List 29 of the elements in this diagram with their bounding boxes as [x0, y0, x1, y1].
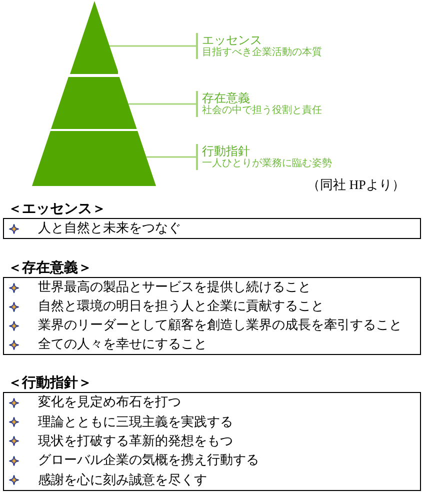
tier-description: 一人ひとりが業務に臨む姿勢 [202, 158, 332, 170]
tier-title: エッセンス [202, 33, 262, 47]
tier-title: 行動指針 [202, 144, 251, 158]
bracket-callout [196, 33, 322, 59]
tier-title: 存在意義 [202, 91, 251, 105]
list-item: 感謝を心に刻み誠意を尽くす [38, 472, 207, 488]
list-item: 現状を打破する革新的発想をもつ [38, 434, 233, 449]
bracket-callout [196, 144, 332, 170]
list-item: 全ての人々を幸せにすること [38, 337, 207, 352]
bracket-callout [196, 91, 322, 117]
section-heading: ＜行動指針＞ [7, 375, 92, 391]
list-item: 人と自然と未来をつなぐ [38, 221, 181, 236]
list-item: 自然と環境の明日を担う人と企業に貢献すること [38, 299, 324, 314]
source-note: （同社 HPより） [307, 177, 405, 192]
list-item: グローバル企業の気概を携え行動する [38, 453, 259, 468]
pyramid-tier [51, 77, 137, 129]
list-item: 世界最高の製品とサービスを提供し続けること [38, 280, 311, 295]
section-heading: ＜エッセンス＞ [7, 201, 106, 217]
leader-line [109, 45, 196, 47]
pyramid-tier [32, 131, 156, 186]
leader-line [128, 103, 196, 105]
list-item: 理論とともに三現主義を実践する [38, 414, 233, 430]
tier-description: 社会の中で担う役割と責任 [202, 105, 322, 117]
section-heading: ＜存在意義＞ [7, 260, 92, 276]
pyramid-tier [70, 1, 118, 74]
list-item: 変化を見定め布石を打つ [38, 395, 181, 410]
leader-line [146, 156, 196, 158]
list-item: 業界のリーダーとして顧客を創造し業界の成長を牽引すること [38, 318, 402, 333]
tier-description: 目指すべき企業活動の本質 [202, 47, 322, 59]
